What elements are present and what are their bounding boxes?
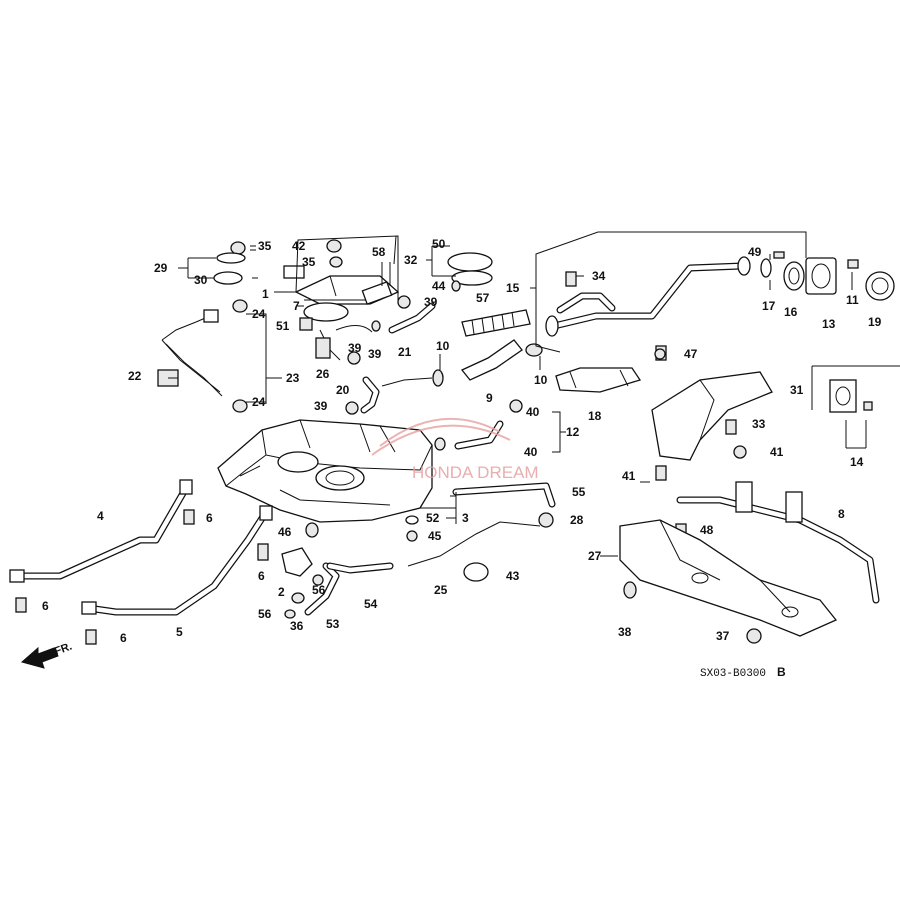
callout-24b: 24 bbox=[252, 395, 266, 409]
callout-40b: 40 bbox=[524, 445, 538, 459]
callout-56a: 56 bbox=[258, 607, 272, 621]
diagram-code: SX03-B0300 B bbox=[700, 665, 786, 680]
callout-54: 54 bbox=[364, 597, 378, 611]
callout-43: 43 bbox=[506, 569, 520, 583]
callout-14: 14 bbox=[850, 455, 864, 469]
callout-39b: 39 bbox=[348, 341, 362, 355]
callout-49: 49 bbox=[748, 245, 762, 259]
callout-11: 11 bbox=[846, 293, 859, 307]
callout-26: 26 bbox=[316, 367, 330, 381]
diagram-code-text: SX03-B0300 bbox=[700, 668, 766, 680]
callout-15: 15 bbox=[506, 281, 520, 295]
frame-pipe-8 bbox=[676, 481, 880, 604]
callout-42: 42 bbox=[292, 239, 306, 253]
callout-25: 25 bbox=[434, 583, 448, 597]
callout-24a: 24 bbox=[252, 307, 266, 321]
callout-6a: 6 bbox=[206, 511, 213, 525]
callout-31: 31 bbox=[790, 383, 804, 397]
callout-19: 19 bbox=[868, 315, 882, 329]
callout-45: 45 bbox=[428, 529, 442, 543]
callout-55: 55 bbox=[572, 485, 586, 499]
callout-58: 58 bbox=[372, 245, 386, 259]
callout-16: 16 bbox=[784, 305, 798, 319]
callout-17: 17 bbox=[762, 299, 776, 313]
callout-47: 47 bbox=[684, 347, 698, 361]
callout-51: 51 bbox=[276, 319, 290, 333]
fuel-pump-assembly bbox=[283, 265, 400, 361]
bracket-18 bbox=[555, 367, 642, 393]
callout-10b: 10 bbox=[534, 373, 548, 387]
callout-4: 4 bbox=[97, 509, 104, 523]
callout-44: 44 bbox=[432, 279, 446, 293]
callout-50: 50 bbox=[432, 237, 446, 251]
callout-13: 13 bbox=[822, 317, 836, 331]
callout-20: 20 bbox=[336, 383, 350, 397]
callout-18: 18 bbox=[588, 409, 602, 423]
callout-28: 28 bbox=[570, 513, 584, 527]
hardware-icons bbox=[213, 239, 762, 644]
filler-cap-parts bbox=[760, 251, 895, 301]
callout-27: 27 bbox=[588, 549, 602, 563]
callout-52: 52 bbox=[426, 511, 440, 525]
callout-6d: 6 bbox=[258, 569, 265, 583]
callout-41a: 41 bbox=[770, 445, 784, 459]
front-arrow: FR. bbox=[20, 640, 74, 669]
callout-57: 57 bbox=[476, 291, 490, 305]
callout-1: 1 bbox=[262, 287, 269, 301]
callout-35a: 35 bbox=[258, 239, 272, 253]
callout-6b: 6 bbox=[42, 599, 49, 613]
callout-35b: 35 bbox=[302, 255, 316, 269]
callout-36: 36 bbox=[290, 619, 304, 633]
leader-lines bbox=[168, 231, 867, 557]
filler-pipe bbox=[545, 256, 751, 337]
callout-38: 38 bbox=[618, 625, 632, 639]
hoses bbox=[157, 302, 556, 616]
callout-9: 9 bbox=[486, 391, 493, 405]
callout-56b: 56 bbox=[312, 583, 326, 597]
callout-34: 34 bbox=[592, 269, 606, 283]
callout-23: 23 bbox=[286, 371, 300, 385]
front-label: FR. bbox=[53, 640, 74, 657]
callout-53: 53 bbox=[326, 617, 340, 631]
tank-strap-4 bbox=[9, 479, 193, 583]
callout-39c: 39 bbox=[368, 347, 382, 361]
callout-21: 21 bbox=[398, 345, 412, 359]
diagram-code-suffix: B bbox=[777, 665, 786, 679]
callout-39d: 39 bbox=[314, 399, 328, 413]
callout-22: 22 bbox=[128, 369, 142, 383]
callout-2: 2 bbox=[278, 585, 285, 599]
tank-strap-5 bbox=[81, 505, 273, 616]
callout-labels: 1 2 3 4 5 6 6 6 6 7 8 9 10 10 11 12 13 1… bbox=[42, 237, 882, 645]
bracket-27 bbox=[619, 519, 838, 637]
watermark: HONDA DREAM bbox=[371, 417, 539, 482]
callout-48: 48 bbox=[700, 523, 714, 537]
callout-6c: 6 bbox=[120, 631, 127, 645]
callout-5: 5 bbox=[176, 625, 183, 639]
callout-32: 32 bbox=[404, 253, 418, 267]
filler-lid-box bbox=[811, 365, 900, 413]
fuel-tank bbox=[217, 419, 433, 523]
callout-12: 12 bbox=[566, 425, 580, 439]
callout-41b: 41 bbox=[622, 469, 636, 483]
callout-29: 29 bbox=[154, 261, 168, 275]
callout-46: 46 bbox=[278, 525, 292, 539]
callout-8: 8 bbox=[838, 507, 845, 521]
callout-7: 7 bbox=[293, 299, 300, 313]
callout-3: 3 bbox=[462, 511, 469, 525]
callout-10a: 10 bbox=[436, 339, 450, 353]
callout-39a: 39 bbox=[424, 295, 438, 309]
watermark-text: HONDA DREAM bbox=[412, 463, 539, 482]
callout-33: 33 bbox=[752, 417, 766, 431]
callout-37: 37 bbox=[716, 629, 730, 643]
callout-30: 30 bbox=[194, 273, 208, 287]
callout-40a: 40 bbox=[526, 405, 540, 419]
splash-shield-31 bbox=[651, 371, 773, 461]
